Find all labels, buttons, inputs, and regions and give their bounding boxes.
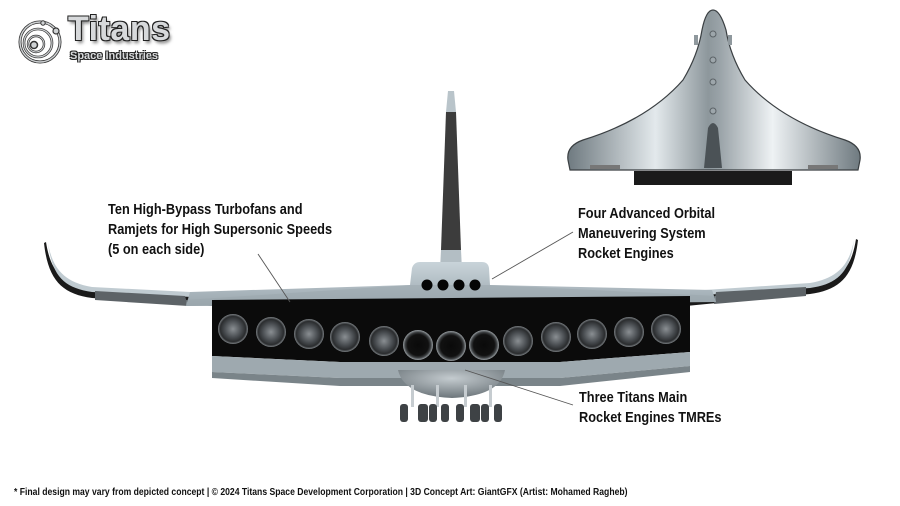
turbofans-right: [503, 314, 681, 356]
leader-line-tmre: [464, 369, 574, 406]
callout-tmre-line-1: Three Titans Main: [579, 390, 688, 406]
callout-turbofans-line-3: (5 on each side): [108, 242, 205, 258]
footer-credits: * Final design may vary from depicted co…: [14, 486, 628, 498]
landing-gear: [400, 385, 502, 422]
oms-nozzles: [421, 279, 481, 291]
belly-pod: [398, 370, 505, 398]
callout-oms-line-1: Four Advanced Orbital: [578, 206, 716, 222]
callout-turbofans-line-1: Ten High-Bypass Turbofans and: [108, 202, 303, 218]
callout-oms-line-2: Maneuvering System: [578, 226, 706, 242]
logo-title: Titans: [68, 10, 171, 48]
callout-tmre-line-2: Rocket Engines TMREs: [579, 410, 722, 426]
leader-lines: [257, 231, 574, 406]
turbofans-left: [218, 314, 399, 356]
top-view-spaceplane: [567, 9, 861, 185]
main-rocket-engines: [403, 330, 499, 361]
company-logo: Titans Space Industries: [18, 10, 188, 66]
callout-turbofans: Ten High-Bypass Turbofans and Ramjets fo…: [108, 200, 332, 260]
callout-tmre: Three Titans Main Rocket Engines TMREs: [579, 388, 722, 428]
tail-fin: [440, 91, 462, 270]
front-view-aircraft: [44, 91, 858, 422]
engine-bay: [212, 296, 690, 362]
callout-turbofans-line-2: Ramjets for High Supersonic Speeds: [108, 222, 333, 238]
leader-line-oms: [491, 231, 574, 280]
orbit-spiral-icon: [18, 20, 62, 64]
logo-subtitle: Space Industries: [70, 50, 159, 62]
callout-oms: Four Advanced Orbital Maneuvering System…: [578, 204, 715, 264]
leader-line-turbofans: [257, 253, 291, 303]
callout-oms-line-3: Rocket Engines: [578, 246, 674, 262]
fuselage-lower: [212, 352, 690, 378]
